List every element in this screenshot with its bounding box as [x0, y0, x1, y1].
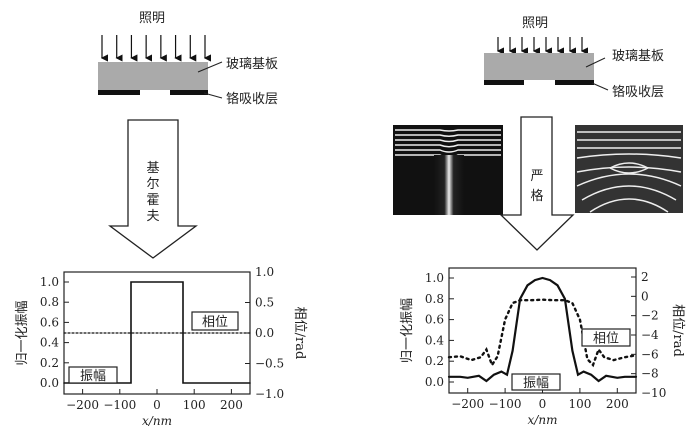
y2-tick-label: 0.0 — [255, 326, 274, 340]
method-char: 严 — [530, 169, 543, 184]
x-tick-label: −100 — [489, 397, 522, 411]
y2-tick-label: −6 — [641, 347, 659, 361]
y-tick-label: 0.6 — [425, 313, 444, 327]
y-axis-label: 归一化振幅 — [400, 298, 415, 363]
leader-line — [591, 82, 609, 91]
x-tick-label: 0 — [153, 398, 161, 412]
method-char: 尔 — [146, 177, 159, 192]
amplitude-field-image — [393, 125, 503, 215]
chrome-label: 铬吸收层 — [612, 84, 664, 100]
chrome-label: 铬吸收层 — [226, 91, 278, 107]
x-tick-label: 100 — [568, 397, 591, 411]
x-tick-label: −200 — [66, 398, 99, 412]
amplitude-line — [63, 281, 251, 384]
y2-tick-label: −2 — [641, 309, 659, 323]
kirchhoff-profile-chart: −200 −100 0 100 200 0.0 0.2 0.4 0.6 0.8 1.0 −1.0 −0.… — [15, 265, 307, 428]
y-tick-label: 0.2 — [40, 356, 59, 370]
left-mask-diagram: 照明 玻璃基板 铬吸收层 基 尔 霍 夫 — [98, 11, 278, 259]
x-tick-label: −200 — [451, 397, 484, 411]
illumination-arrows — [100, 35, 211, 62]
chrome-absorber — [170, 90, 208, 95]
rigorous-arrow — [499, 116, 575, 251]
y2-tick-label: −10 — [641, 386, 666, 400]
x-tick-label: 0 — [539, 397, 547, 411]
amplitude-line — [447, 276, 638, 383]
y-tick-label: 1.0 — [425, 271, 444, 285]
method-char: 格 — [530, 188, 543, 204]
chrome-absorber — [484, 80, 524, 85]
y2-tick-label: −1.0 — [255, 387, 284, 401]
phase-label: 相位 — [202, 315, 228, 330]
amplitude-label-box — [511, 373, 561, 391]
x-tick-label: 200 — [606, 397, 629, 411]
phase-label: 相位 — [593, 332, 619, 347]
y-tick-label: 1.0 — [40, 275, 59, 289]
y2-tick-label: −8 — [641, 367, 659, 381]
right-mask-diagram: 照明 玻璃基板 铬吸收层 严 格 — [393, 16, 683, 251]
glass-label: 玻璃基板 — [612, 49, 664, 64]
y2-tick-label: 2 — [641, 270, 649, 284]
phase-label-box — [581, 328, 631, 347]
chrome-absorber — [555, 80, 594, 85]
illumination-arrows — [496, 37, 588, 55]
amplitude-label-box — [68, 366, 118, 384]
y-axis-label: 归一化振幅 — [15, 300, 30, 365]
amplitude-label: 振幅 — [80, 369, 106, 384]
y-tick-label: 0.8 — [40, 295, 59, 309]
y-tick-label: 0.8 — [425, 292, 444, 306]
illumination-label: 照明 — [522, 16, 548, 31]
x-tick-label: 100 — [183, 398, 206, 412]
y2-tick-label: 0 — [641, 289, 649, 303]
x-tick-label: −100 — [103, 398, 136, 412]
phase-label-box — [191, 311, 239, 331]
amplitude-label: 振幅 — [523, 376, 549, 391]
phase-field-image — [575, 125, 683, 213]
y2-tick-label: 0.5 — [255, 296, 274, 310]
y2-axis-label: 相位/rad — [670, 304, 685, 357]
y-tick-label: 0.6 — [40, 315, 59, 329]
leader-line — [203, 92, 223, 99]
kirchhoff-arrow — [108, 119, 198, 259]
y-tick-label: 0.0 — [40, 376, 59, 390]
x-axis-label: x/nm — [528, 413, 558, 427]
x-tick-label: 200 — [220, 398, 243, 412]
y2-tick-label: −0.5 — [255, 357, 284, 371]
x-axis-label: x/nm — [142, 414, 172, 428]
y-tick-label: 0.0 — [425, 375, 444, 389]
rigorous-profile-chart: −200 −100 0 100 200 0.0 0.2 0.4 0.6 0.8 1.0 −10 −8 −6… — [400, 267, 685, 427]
y2-axis-label: 相位/rad — [292, 307, 307, 360]
leader-line — [197, 61, 223, 73]
y2-tick-label: 1.0 — [255, 265, 274, 279]
method-char: 基 — [146, 161, 159, 176]
glass-substrate — [484, 53, 594, 80]
y-tick-label: 0.2 — [425, 354, 444, 368]
phase-line — [447, 298, 638, 368]
glass-label: 玻璃基板 — [226, 57, 278, 72]
y-tick-label: 0.4 — [40, 336, 59, 350]
chrome-absorber — [98, 90, 140, 95]
glass-substrate — [98, 62, 208, 90]
y-tick-label: 0.4 — [425, 333, 444, 347]
leader-line — [585, 57, 606, 68]
method-char: 霍 — [146, 193, 159, 208]
method-char: 夫 — [146, 209, 159, 224]
y2-tick-label: −4 — [641, 328, 659, 342]
illumination-label: 照明 — [139, 11, 165, 26]
